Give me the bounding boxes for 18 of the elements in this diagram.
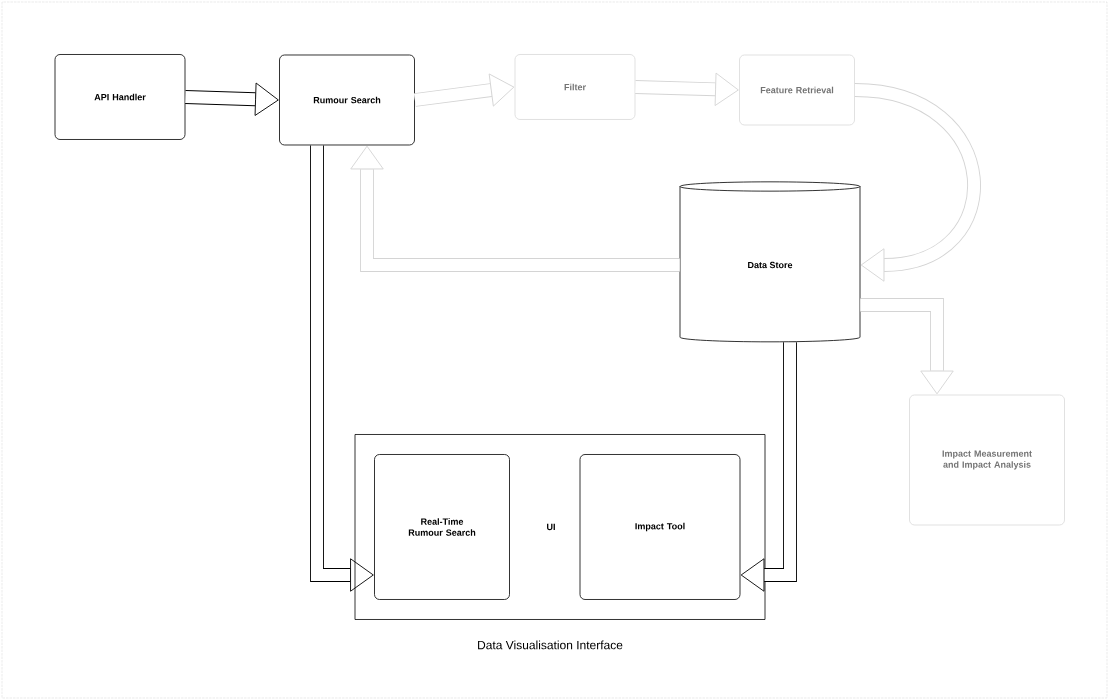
block-arrow xyxy=(350,145,680,272)
process-box: Rumour Search xyxy=(279,54,415,146)
process-box: Impact Measurement and Impact Analysis xyxy=(909,394,1065,526)
block-arrow xyxy=(310,145,374,592)
block-arrow xyxy=(185,82,279,116)
block-arrow xyxy=(414,73,515,107)
block-arrow xyxy=(854,83,981,282)
data-store-cylinder: Data Store xyxy=(679,181,861,343)
process-box: API Handler xyxy=(54,54,186,140)
process-box: Feature Retrieval xyxy=(739,54,855,126)
node-label: Data Visualisation Interface xyxy=(478,640,623,650)
process-box: Filter xyxy=(514,54,636,120)
process-box: Impact Tool xyxy=(579,454,741,600)
block-arrow xyxy=(740,342,797,592)
process-box: Real-Time Rumour Search xyxy=(374,454,510,600)
block-arrow xyxy=(635,72,739,106)
box-label: UI xyxy=(547,523,555,531)
block-arrow xyxy=(860,298,954,395)
